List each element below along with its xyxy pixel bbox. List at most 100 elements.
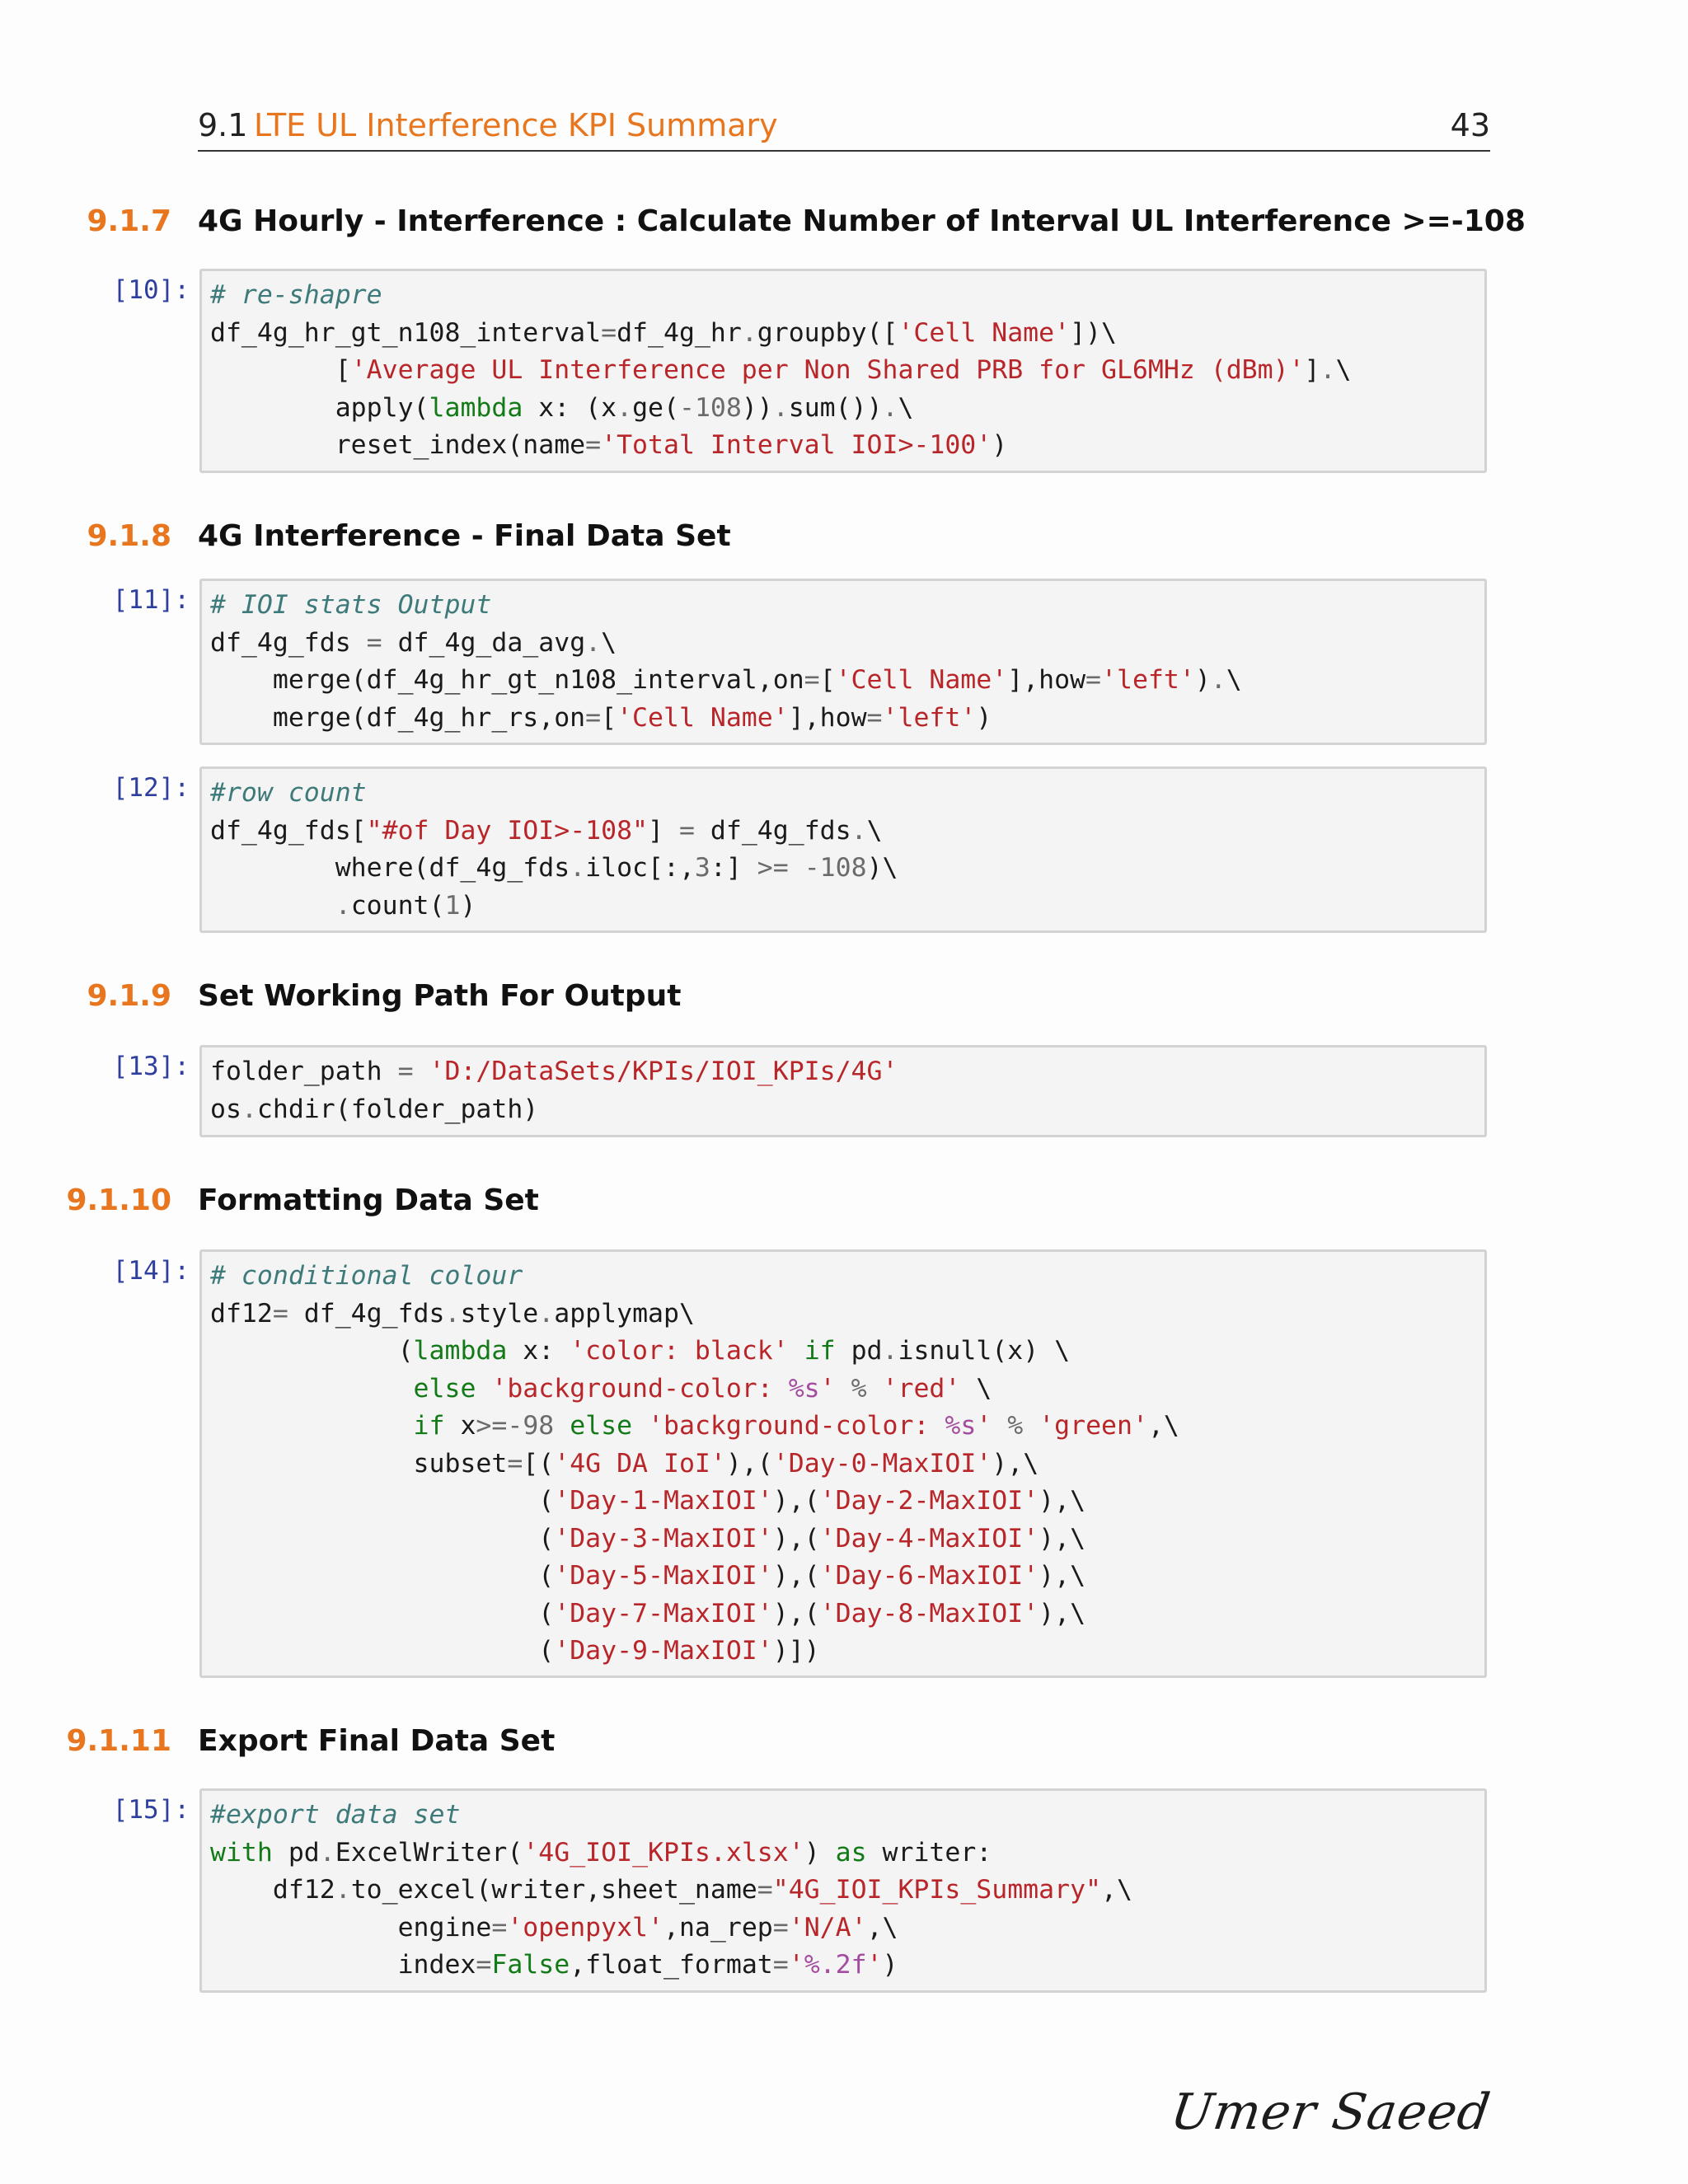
code-token: % — [1007, 1411, 1024, 1441]
code-token: \ — [1226, 665, 1242, 695]
code-token: lambda — [429, 392, 523, 423]
code-token: #row count — [210, 778, 367, 808]
code-token: 1 — [444, 890, 461, 921]
section-title: Formatting Data Set — [198, 1183, 539, 1217]
code-token: ),\ — [1039, 1486, 1086, 1516]
code-token: df12 — [210, 1875, 335, 1905]
code-token: = — [476, 1950, 492, 1980]
code-line: else 'background-color: %s' % 'red' \ — [210, 1371, 1179, 1408]
code-line: with pd.ExcelWriter('4G_IOI_KPIs.xlsx') … — [210, 1835, 1132, 1872]
code-line: # IOI stats Output — [210, 587, 1242, 625]
code-cell[interactable]: folder_path = 'D:/DataSets/KPIs/IOI_KPIs… — [199, 1045, 1487, 1137]
author-signature: Umer Saeed — [1167, 2083, 1494, 2141]
cell-prompt: [14]: — [112, 1256, 190, 1286]
code-line: (lambda x: 'color: black' if pd.isnull(x… — [210, 1333, 1179, 1371]
code-token: ) — [882, 1950, 898, 1980]
code-token: 'D:/DataSets/KPIs/IOI_KPIs/4G' — [429, 1057, 898, 1086]
code-line: df_4g_hr_gt_n108_interval=df_4g_hr.group… — [210, 315, 1351, 353]
code-token: pd — [272, 1837, 320, 1868]
code-cell[interactable]: # conditional colour df12= df_4g_fds.styl… — [199, 1249, 1487, 1678]
code-token — [789, 1336, 804, 1366]
code-token: -108 — [678, 392, 742, 423]
code-token: ),\ — [1039, 1598, 1086, 1629]
code-token: = — [804, 665, 820, 695]
code-token: . — [741, 317, 757, 348]
section-title: 4G Hourly - Interference : Calculate Num… — [198, 204, 1526, 238]
section-number: 9.1.9 — [87, 979, 172, 1013]
code-token: . — [617, 392, 633, 423]
code-token: df_4g_fds[ — [210, 815, 367, 846]
code-line: #row count — [210, 775, 898, 813]
code-token: )]) — [772, 1636, 820, 1666]
code-token: 'Day-9-MaxIOI' — [554, 1636, 773, 1666]
code-token: to_excel(writer,sheet_name — [350, 1875, 757, 1905]
section-number: 9.1.8 — [87, 519, 172, 553]
code-token: with — [210, 1837, 273, 1868]
code-token: # conditional colour — [210, 1261, 523, 1291]
code-token: engine — [210, 1912, 492, 1943]
code-token: ],how — [788, 702, 867, 733]
code-token: = — [601, 317, 617, 348]
code-token: sum()) — [788, 392, 883, 423]
code-token: reset_index(name — [210, 430, 586, 460]
code-token: 'Cell Name' — [835, 665, 1008, 695]
code-line: ('Day-3-MaxIOI'),('Day-4-MaxIOI'),\ — [210, 1521, 1179, 1558]
code-token: = — [678, 815, 695, 846]
code-token: = — [366, 627, 382, 658]
code-token: 'green' — [1039, 1411, 1148, 1441]
section-heading: 9.1.11 Export Final Data Set — [0, 1724, 1688, 1765]
code-token: 'left' — [1101, 665, 1195, 695]
code-token: '4G_IOI_KPIs.xlsx' — [523, 1837, 804, 1868]
code-token: ),( — [772, 1598, 820, 1629]
code-token: . — [444, 1298, 461, 1329]
code-token: % — [851, 1373, 867, 1404]
code-token: 'Day-1-MaxIOI' — [554, 1486, 773, 1516]
code-token: 'Average UL Interference per Non Shared … — [350, 355, 1305, 385]
code-token — [836, 1374, 851, 1404]
code-line: # re-shapre — [210, 277, 1351, 315]
code-token: x: (x — [523, 392, 617, 423]
code-token: ' — [788, 1950, 804, 1980]
code-token: where(df_4g_fds — [210, 853, 570, 883]
code-token: 'Total Interval IOI>-100' — [601, 430, 992, 460]
code-token: \ — [960, 1373, 992, 1404]
code-token: df_4g_hr — [617, 317, 742, 348]
code-line: apply(lambda x: (x.ge(-108)).sum()).\ — [210, 390, 1351, 428]
code-token: . — [570, 853, 586, 883]
section-title: 4G Interference - Final Data Set — [198, 519, 731, 553]
code-token: . — [538, 1298, 555, 1329]
section-number: 9.1.10 — [66, 1183, 171, 1217]
header-section-number: 9.1 — [198, 107, 248, 143]
code-token: style — [460, 1298, 539, 1329]
section-heading: 9.1.8 4G Interference - Final Data Set — [0, 519, 1688, 560]
code-line: df12= df_4g_fds.style.applymap\ — [210, 1296, 1179, 1333]
section-number: 9.1.11 — [66, 1724, 171, 1758]
code-token: else — [570, 1411, 633, 1441]
code-token: ( — [210, 1523, 555, 1554]
code-token: 'background-color: — [491, 1373, 789, 1404]
code-token: subset — [210, 1448, 508, 1479]
code-token: . — [241, 1094, 257, 1124]
cell-prompt: [10]: — [112, 275, 190, 305]
code-token: x — [444, 1411, 476, 1441]
code-line: df_4g_fds = df_4g_da_avg.\ — [210, 625, 1242, 663]
cell-prompt: [12]: — [112, 773, 190, 803]
code-token — [789, 853, 804, 883]
code-token: = — [757, 1875, 773, 1905]
code-token: %s — [945, 1411, 977, 1441]
code-token: count( — [350, 890, 445, 921]
code-line: ('Day-5-MaxIOI'),('Day-6-MaxIOI'),\ — [210, 1558, 1179, 1596]
code-line: merge(df_4g_hr_gt_n108_interval,on=['Cel… — [210, 662, 1242, 700]
code-line: if x>=-98 else 'background-color: %s' % … — [210, 1408, 1179, 1446]
code-line: df12.to_excel(writer,sheet_name="4G_IOI_… — [210, 1872, 1132, 1910]
code-token: ,\ — [1101, 1875, 1132, 1905]
code-token: ( — [210, 1561, 555, 1591]
code-token: as — [835, 1837, 867, 1868]
code-token: iloc[:, — [585, 853, 695, 883]
